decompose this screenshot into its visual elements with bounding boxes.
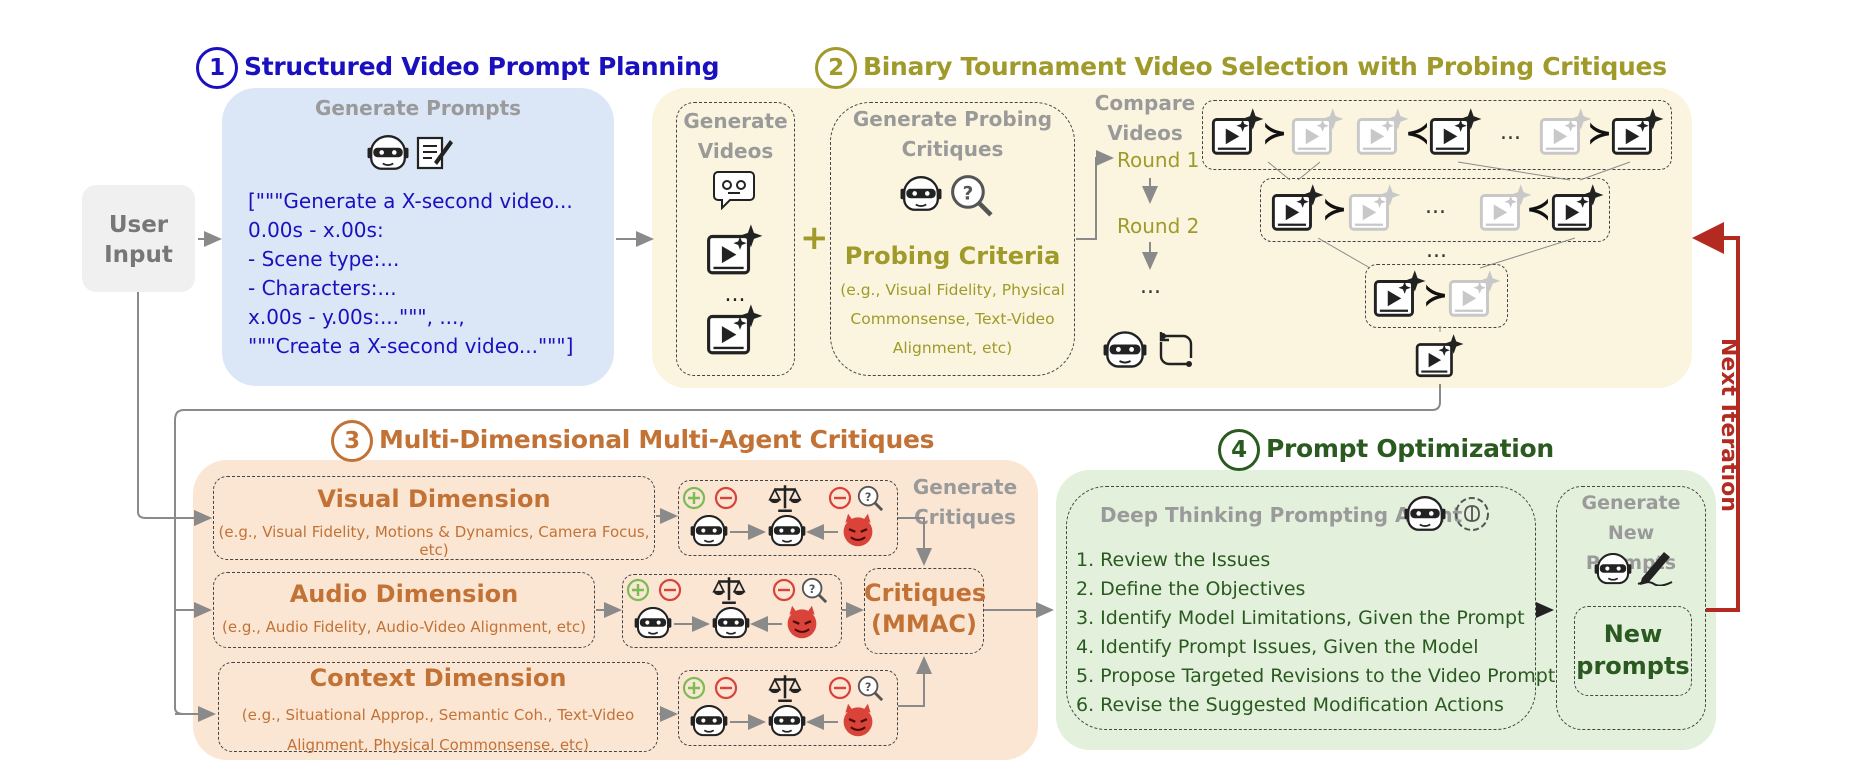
greater-symbol: ≻ [1423, 278, 1449, 313]
mmac-label-2: (MMAC) [871, 610, 977, 638]
stage1-title-text: Structured Video Prompt Planning [244, 52, 720, 81]
prompt-line-3: - Scene type:... [248, 247, 400, 271]
bracket-round2-box [1260, 178, 1610, 242]
generate-new-prompts-box [1556, 486, 1706, 730]
context-dimension-title: Context Dimension [309, 664, 567, 692]
bracket-ellipsis: ... [1426, 238, 1447, 263]
step-2: 2. Define the Objectives [1076, 578, 1306, 600]
gen-new-label-1: Generate New [1581, 492, 1681, 544]
visual-agents-box [678, 480, 898, 556]
generate-prompts-header: Generate Prompts [314, 96, 522, 120]
deep-thinking-box [1066, 486, 1536, 730]
step-5: 5. Propose Targeted Revisions to the Vid… [1076, 665, 1556, 687]
stage4-panel [1056, 470, 1716, 750]
plus-sign: + [800, 218, 829, 258]
audio-agents-box [622, 574, 842, 648]
videos-ellipsis: ... [724, 282, 746, 307]
bracket-ellipsis: ... [1425, 194, 1446, 219]
context-desc-2: Alignment, Physical Commonsense, etc) [286, 736, 590, 754]
stage4-number: 4 [1218, 429, 1260, 471]
stage1-number: 1 [196, 47, 238, 89]
visual-dimension-box [213, 476, 655, 560]
stage4-title-text: Prompt Optimization [1266, 434, 1554, 463]
prompt-line-2: 0.00s - x.00s: [248, 218, 384, 242]
probing-header-1: Generate Probing [852, 107, 1053, 131]
stage2-title-text: Binary Tournament Video Selection with P… [863, 52, 1667, 81]
deep-thinking-header: Deep Thinking Prompting Agent [1100, 503, 1463, 527]
probing-example-1: (e.g., Visual Fidelity, Physical [840, 281, 1065, 299]
bracket-ellipsis: ... [1500, 120, 1521, 145]
less-symbol: ≺ [1526, 192, 1552, 227]
greater-symbol: ≻ [1262, 116, 1288, 151]
probing-critiques-box [830, 102, 1075, 376]
step-3: 3. Identify Model Limitations, Given the… [1076, 607, 1525, 629]
context-dimension-box [218, 662, 658, 752]
audio-dimension-desc: (e.g., Audio Fidelity, Audio-Video Align… [222, 618, 586, 636]
generate-critiques-label-2: Critiques [914, 505, 1016, 529]
prompt-line-5: x.00s - y.00s:...""", ..., [248, 305, 465, 329]
generate-videos-label-1: Generate [683, 109, 788, 133]
bracket-round1-box [1202, 100, 1672, 170]
note-pencil-icon [416, 136, 453, 170]
prompt-line-1: ["""Generate a X-second video... [248, 189, 573, 213]
visual-dimension-title: Visual Dimension [317, 485, 551, 513]
user-input-label-2: Input [104, 242, 173, 268]
round1-label: Round 1 [1117, 148, 1200, 172]
generate-videos-box [676, 102, 795, 376]
probing-example-3: Alignment, etc) [892, 339, 1013, 357]
probing-criteria-title: Probing Criteria [844, 242, 1061, 270]
greater-symbol: ≻ [1322, 192, 1348, 227]
new-prompts-box [1574, 606, 1692, 696]
audio-dimension-box [213, 572, 595, 648]
loop-arrows-icon [1159, 332, 1193, 367]
step-4: 4. Identify Prompt Issues, Given the Mod… [1076, 636, 1479, 658]
probing-header-2: Critiques [901, 137, 1004, 161]
generate-videos-label-2: Videos [697, 139, 774, 163]
less-symbol: ≺ [1405, 116, 1431, 151]
new-prompts-label-1: New [1603, 620, 1663, 648]
prompt-line-4: - Characters:... [248, 276, 397, 300]
pencil-icon [1637, 552, 1673, 586]
compare-videos-label-1: Compare [1094, 91, 1196, 115]
user-input-box [82, 185, 195, 292]
compare-videos-label-2: Videos [1107, 121, 1183, 145]
context-agents-box [678, 670, 898, 746]
brain-gear-icon [1455, 497, 1489, 531]
stage3-number: 3 [331, 420, 373, 462]
stage2-number: 2 [815, 47, 857, 89]
probing-example-2: Commonsense, Text-Video [850, 310, 1055, 328]
generate-critiques-label-1: Generate [912, 475, 1018, 499]
bracket-round3-box [1365, 264, 1508, 328]
stage3-title-text: Multi-Dimensional Multi-Agent Critiques [379, 425, 935, 454]
round2-label: Round 2 [1117, 214, 1200, 238]
chatbot-icon [713, 171, 755, 210]
context-desc-1: (e.g., Situational Approp., Semantic Coh… [241, 706, 635, 724]
prompt-line-6: """Create a X-second video..."""] [248, 334, 574, 358]
greater-symbol: ≻ [1587, 116, 1613, 151]
audio-dimension-title: Audio Dimension [289, 580, 519, 608]
mmac-label-1: Critiques [864, 579, 987, 607]
step-1: 1. Review the Issues [1076, 549, 1271, 571]
stage2-panel [652, 88, 1692, 388]
new-prompts-label-2: prompts [1576, 652, 1690, 680]
round-ellipsis: ... [1140, 274, 1161, 299]
mmac-box [864, 568, 984, 654]
visual-dimension-desc: (e.g., Visual Fidelity, Motions & Dynami… [218, 523, 650, 559]
step-6: 6. Revise the Suggested Modification Act… [1076, 694, 1504, 716]
user-input-label-1: User [108, 212, 169, 238]
